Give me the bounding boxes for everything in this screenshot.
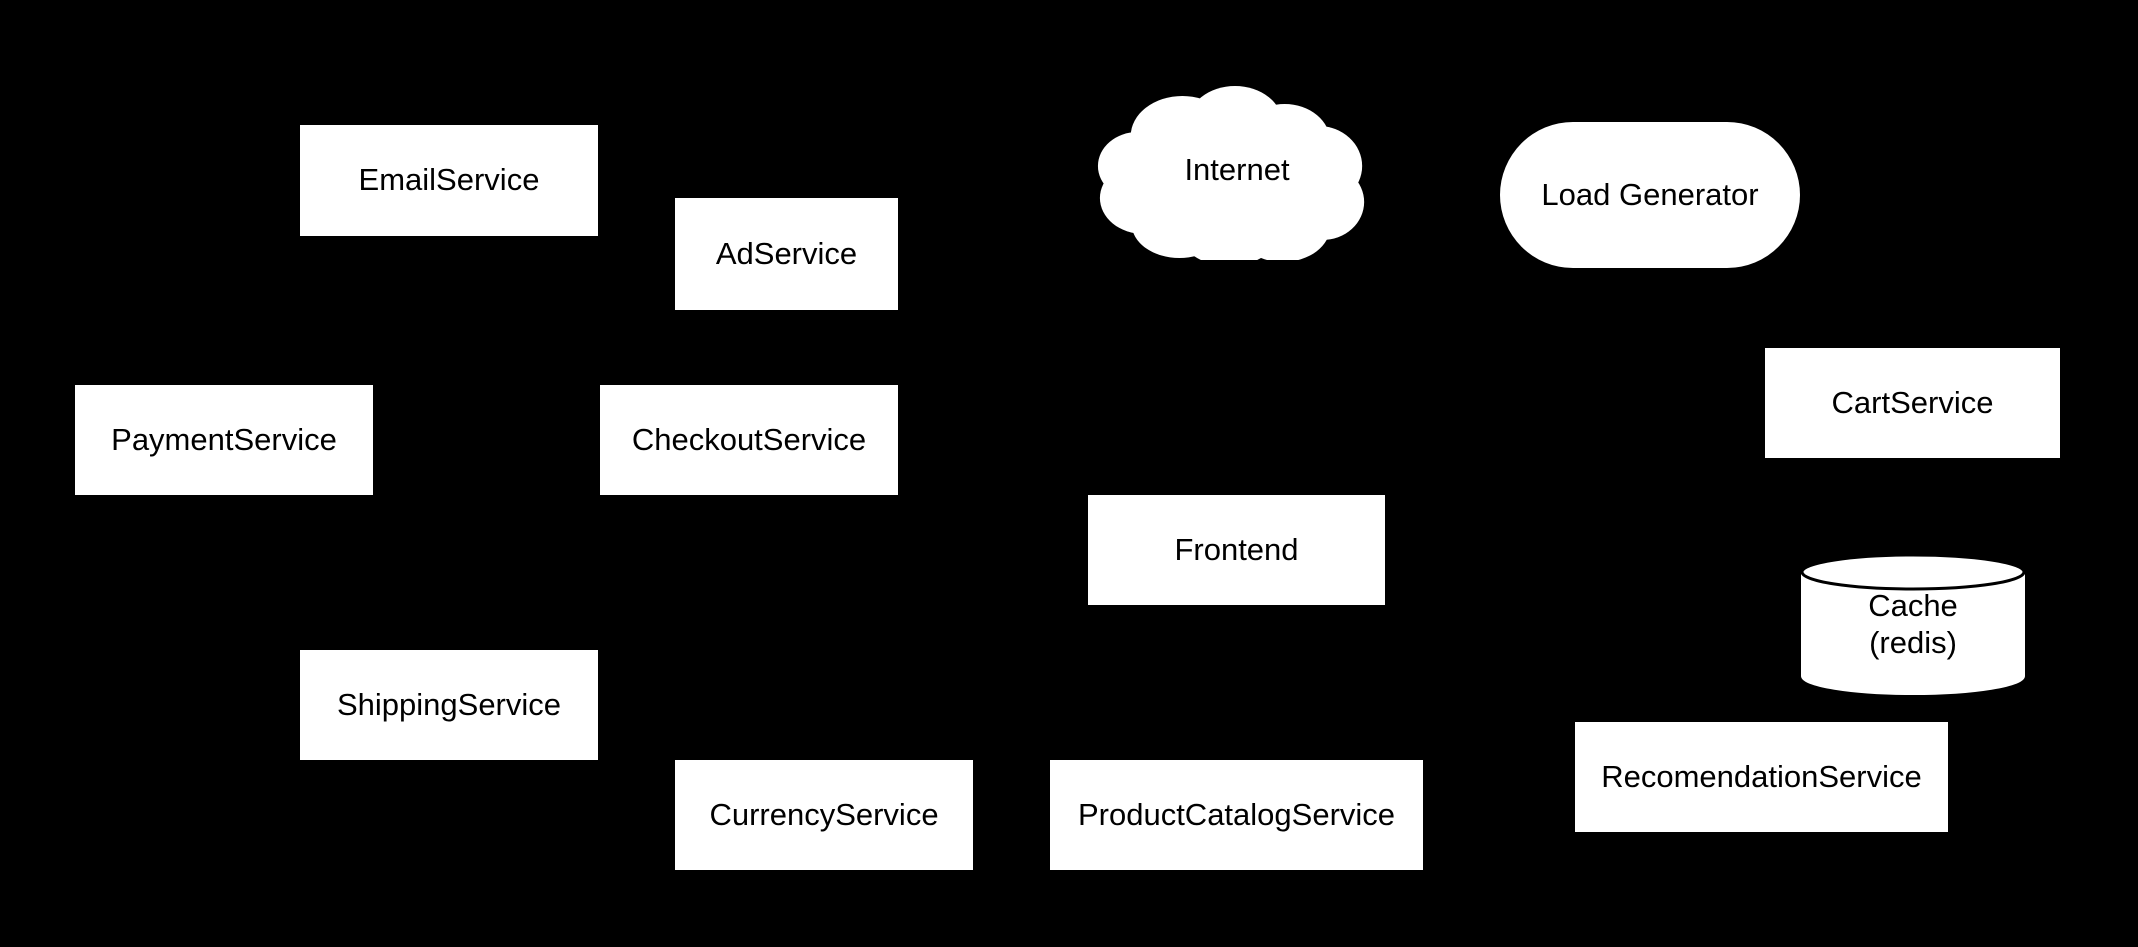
node-label-product-catalog-service: ProductCatalogService <box>1077 796 1396 832</box>
node-payment-service[interactable]: PaymentService <box>75 385 373 495</box>
node-checkout-service[interactable]: CheckoutService <box>600 385 898 495</box>
node-label-recomendation-service: RecomendationService <box>1601 758 1922 794</box>
node-recomendation-service[interactable]: RecomendationService <box>1575 722 1948 832</box>
node-label-checkout-service: CheckoutService <box>631 421 867 457</box>
node-label-internet: Internet <box>1184 151 1290 187</box>
node-label-ad-service: AdService <box>715 235 858 271</box>
node-shipping-service[interactable]: ShippingService <box>300 650 598 760</box>
node-label-email-service: EmailService <box>358 162 540 198</box>
node-label-shipping-service: ShippingService <box>336 686 562 722</box>
node-label-load-generator: Load Generator <box>1541 176 1759 212</box>
node-label-frontend: Frontend <box>1174 531 1299 567</box>
node-cache-redis[interactable]: Cache (redis) <box>1800 552 2026 696</box>
node-label-cache-redis: Cache (redis) <box>1868 587 1958 660</box>
cylinder-shape-icon <box>1800 553 2026 695</box>
node-currency-service[interactable]: CurrencyService <box>675 760 973 870</box>
node-email-service[interactable]: EmailService <box>300 125 598 236</box>
node-internet[interactable]: Internet <box>1088 80 1386 260</box>
node-product-catalog-service[interactable]: ProductCatalogService <box>1050 760 1423 870</box>
cloud-shape-icon <box>1097 86 1365 260</box>
node-ad-service[interactable]: AdService <box>675 198 898 310</box>
node-frontend[interactable]: Frontend <box>1088 495 1385 605</box>
node-load-generator[interactable]: Load Generator <box>1500 122 1800 268</box>
node-cart-service[interactable]: CartService <box>1765 348 2060 458</box>
node-label-currency-service: CurrencyService <box>709 796 939 832</box>
node-label-cart-service: CartService <box>1831 384 1994 420</box>
node-label-payment-service: PaymentService <box>111 421 337 457</box>
